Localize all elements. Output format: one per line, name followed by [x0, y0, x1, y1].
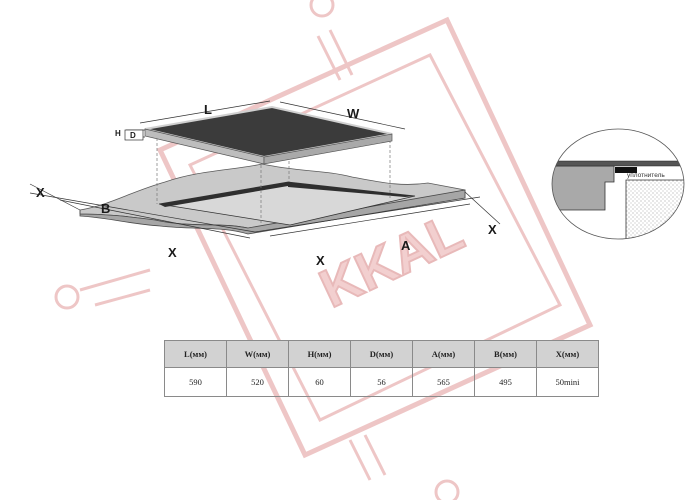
table-cell: 590 — [164, 367, 227, 397]
label-H: H — [115, 129, 121, 138]
label-W: W — [347, 106, 360, 121]
label-B: B — [101, 201, 110, 216]
table-cell: 60 — [288, 367, 351, 397]
header-cell: B(мм) — [474, 340, 537, 368]
label-X-right: X — [488, 222, 497, 237]
watermark-circle — [54, 284, 80, 310]
table-cell: 56 — [350, 367, 413, 397]
table-cell: 520 — [226, 367, 289, 397]
watermark-circle — [309, 0, 335, 18]
table-cell: 495 — [474, 367, 537, 397]
spec-table-header: L(мм) W(мм) H(мм) D(мм) A(мм) B(мм) X(мм… — [164, 340, 599, 368]
hob-plate — [144, 105, 393, 165]
table-cell: 565 — [412, 367, 475, 397]
label-X-bottom: X — [168, 245, 177, 260]
label-X-left: X — [36, 185, 45, 200]
seal-label: уплотнитель — [627, 172, 665, 179]
label-L: L — [204, 102, 212, 117]
label-X-front: X — [316, 253, 325, 268]
dimension-lines — [29, 100, 501, 239]
table-header-row: L(мм) W(мм) H(мм) D(мм) A(мм) B(мм) X(мм… — [164, 340, 599, 368]
header-cell: H(мм) — [288, 340, 351, 368]
header-cell: X(мм) — [536, 340, 599, 368]
spec-table-body: 590 520 60 56 565 495 50mini — [164, 367, 599, 397]
label-D-box — [124, 129, 144, 141]
watermark: KKAL — [54, 0, 594, 500]
countertop — [79, 163, 466, 235]
spec-table: L(мм) W(мм) H(мм) D(мм) A(мм) B(мм) X(мм… — [164, 340, 599, 397]
watermark-circle — [434, 479, 460, 500]
header-cell: A(мм) — [412, 340, 475, 368]
label-D: D — [130, 131, 136, 140]
table-row: 590 520 60 56 565 495 50mini — [164, 367, 599, 397]
header-cell: L(мм) — [164, 340, 227, 368]
seal-detail: уплотнитель — [551, 128, 685, 240]
header-cell: W(мм) — [226, 340, 289, 368]
table-cell: 50mini — [536, 367, 599, 397]
header-cell: D(мм) — [350, 340, 413, 368]
label-A: A — [401, 238, 411, 253]
